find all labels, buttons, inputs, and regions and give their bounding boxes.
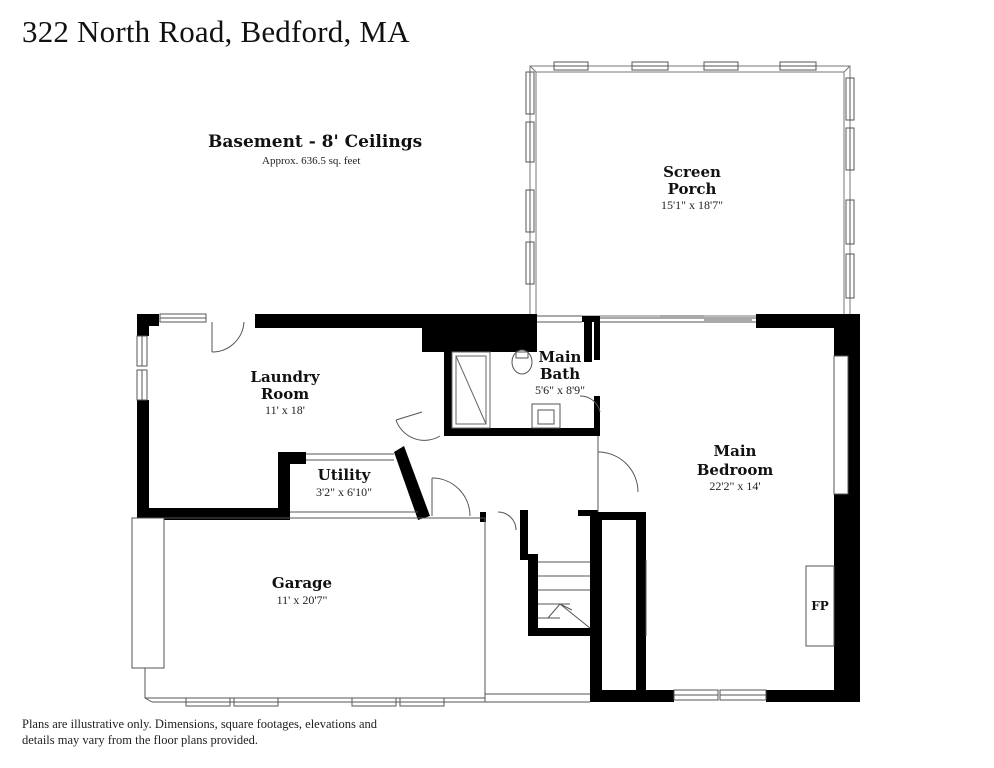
room-label-laundry: Laundry Room 11' x 18' — [250, 368, 320, 417]
fireplace-label: FP — [811, 599, 829, 613]
stairs — [538, 561, 591, 629]
room-name: Main — [714, 442, 757, 460]
room-name: Main — [539, 348, 582, 366]
disclaimer: Plans are illustrative only. Dimensions,… — [22, 717, 378, 747]
porch-windows-left — [525, 71, 535, 285]
shower — [451, 351, 491, 429]
room-name: Porch — [668, 180, 717, 198]
room-label-screen-porch: Screen Porch 15'1" x 18'7" — [661, 163, 723, 212]
room-name: Bath — [540, 365, 580, 383]
toilet — [511, 349, 533, 375]
windows — [136, 313, 767, 707]
room-dimensions: 11' x 18' — [265, 403, 305, 417]
room-dimensions: 11' x 20'7" — [277, 593, 328, 607]
doors — [211, 321, 639, 531]
room-label-garage: Garage 11' x 20'7" — [272, 574, 332, 607]
room-name: Utility — [318, 466, 372, 484]
room-label-utility: Utility 3'2" x 6'10" — [316, 466, 372, 499]
porch-windows-top — [553, 61, 817, 71]
room-name: Garage — [272, 574, 332, 592]
room-name: Laundry — [250, 368, 320, 386]
floor-area: Approx. 636.5 sq. feet — [262, 155, 361, 167]
fireplace — [805, 565, 835, 647]
sink — [531, 403, 561, 429]
room-dimensions: 5'6" x 8'9" — [535, 383, 585, 397]
room-name: Room — [261, 385, 309, 403]
exterior-walls — [137, 314, 860, 702]
address-title: 322 North Road, Bedford, MA — [22, 14, 410, 49]
room-label-main-bedroom: Main Bedroom 22'2" x 14' — [697, 442, 774, 493]
room-dimensions: 3'2" x 6'10" — [316, 485, 372, 499]
room-dimensions: 15'1" x 18'7" — [661, 198, 723, 212]
room-label-main-bath: Main Bath 5'6" x 8'9" — [535, 348, 585, 397]
porch-windows-right — [845, 77, 855, 299]
garage-door — [131, 517, 165, 669]
room-name: Screen — [663, 163, 721, 181]
floor-title: Basement - 8' Ceilings — [208, 132, 423, 152]
room-name: Bedroom — [697, 461, 774, 479]
room-dimensions: 22'2" x 14' — [709, 479, 760, 493]
